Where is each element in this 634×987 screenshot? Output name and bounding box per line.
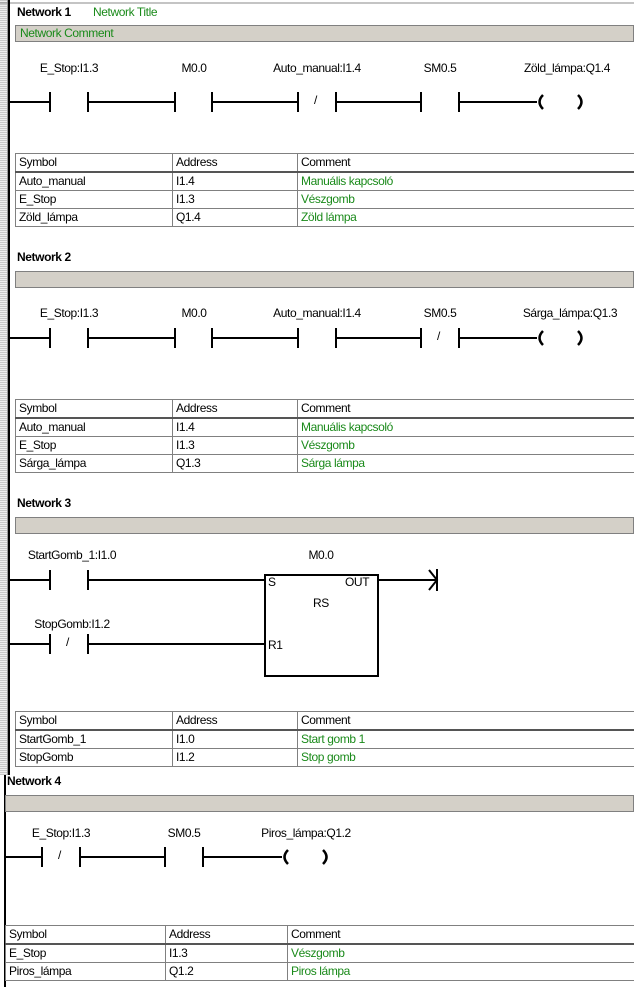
col-comment: Comment [297,153,634,173]
rs-name: RS [313,596,329,610]
col-address: Address [172,153,298,173]
network-2-title: Network 2 [17,250,71,264]
editor-gutter [0,0,8,775]
network-1-title: Network 1 [17,5,71,19]
contact-label[interactable]: E_Stop:I1.3 [39,61,99,75]
coil-icon [538,94,583,110]
rs-box [264,574,379,677]
contact-label[interactable]: M0.0 [181,61,207,75]
contact-label[interactable]: Auto_manual:I1.4 [273,306,361,320]
contact-label[interactable]: E_Stop:I1.3 [31,826,91,840]
contact-label[interactable]: Auto_manual:I1.4 [273,61,361,75]
col-symbol: Symbol [15,153,173,173]
contact-label[interactable]: StopGomb:I1.2 [34,617,110,631]
rs-output: OUT [345,575,370,589]
coil-label[interactable]: Piros_lámpa:Q1.2 [261,826,351,840]
network-1-comment[interactable]: Network Comment [15,25,634,42]
box-label[interactable]: M0.0 [308,548,334,562]
nc-mark: / [66,635,69,649]
coil-label[interactable]: Sárga_lámpa:Q1.3 [522,306,618,320]
nc-mark: / [437,329,440,343]
coil-label[interactable]: Zöld_lámpa:Q1.4 [523,61,611,75]
contact-label[interactable]: StartGomb_1:I1.0 [27,548,117,562]
n1-rung [9,92,583,112]
coil-icon [283,849,328,865]
n4-rung [5,847,328,867]
nc-mark: / [58,848,61,862]
network-3-comment[interactable] [15,517,634,534]
contact-label[interactable]: SM0.5 [167,826,201,840]
network-4-comment[interactable] [5,795,634,812]
n2-rung [9,328,583,348]
network-4-title: Network 4 [7,774,61,788]
network-1-title-text[interactable]: Network Title [93,5,158,19]
network-2-comment[interactable] [15,271,634,288]
rs-input-s: S [268,575,276,589]
rs-input-r1: R1 [268,638,283,652]
nc-mark: / [314,93,317,107]
contact-label[interactable]: M0.0 [181,306,207,320]
contact-label[interactable]: E_Stop:I1.3 [39,306,99,320]
coil-icon [538,330,583,346]
contact-label[interactable]: SM0.5 [423,306,457,320]
network-3-title: Network 3 [17,496,71,510]
contact-label[interactable]: SM0.5 [423,61,457,75]
n3-rung [9,569,439,677]
